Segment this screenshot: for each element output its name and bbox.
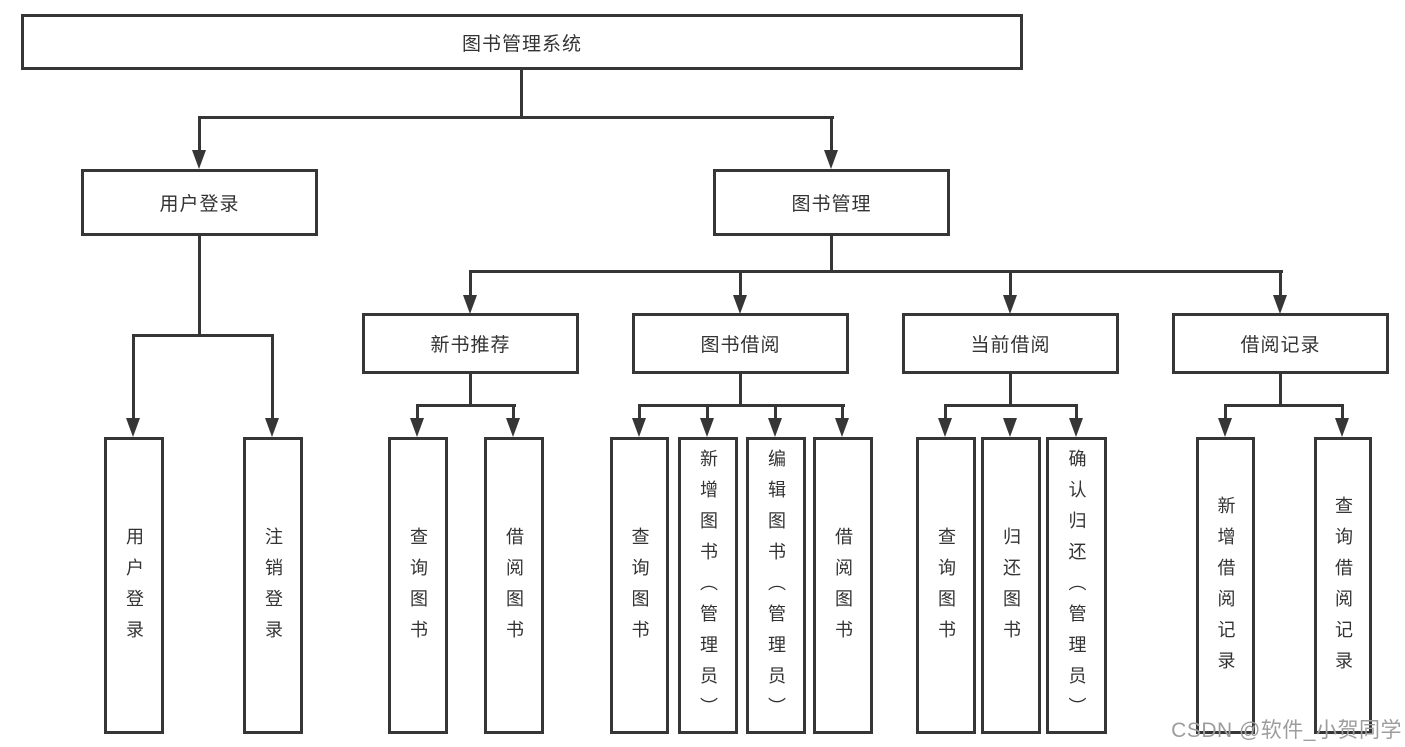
leaf-query-book-2: 查询图书 bbox=[610, 437, 669, 734]
arrow-head bbox=[1069, 418, 1083, 437]
arrow-head bbox=[938, 418, 952, 437]
connector-line bbox=[469, 374, 472, 407]
connector-line bbox=[271, 334, 274, 424]
arrow-head bbox=[410, 418, 424, 437]
arrow-head bbox=[768, 418, 782, 437]
connector-line bbox=[132, 334, 135, 424]
node-borrow-records: 借阅记录 bbox=[1172, 313, 1389, 374]
node-new-book-recommend: 新书推荐 bbox=[362, 313, 579, 374]
leaf-borrow-book-1: 借阅图书 bbox=[484, 437, 544, 734]
connector-line bbox=[739, 270, 742, 302]
connector-line bbox=[198, 116, 201, 156]
watermark: CSDN @软件_小贺同学 bbox=[1171, 719, 1402, 742]
leaf-confirm-return-admin: 确认归还（管理员） bbox=[1046, 437, 1107, 734]
connector-line bbox=[841, 404, 844, 424]
arrow-head bbox=[1273, 295, 1287, 314]
connector-line bbox=[469, 270, 1283, 273]
connector-line bbox=[469, 270, 472, 302]
node-current-borrowing: 当前借阅 bbox=[902, 313, 1119, 374]
connector-line bbox=[520, 69, 523, 119]
leaf-query-book-3: 查询图书 bbox=[916, 437, 976, 734]
connector-line bbox=[1279, 374, 1282, 407]
arrow-head bbox=[733, 295, 747, 314]
connector-line bbox=[830, 235, 833, 273]
arrow-head bbox=[1003, 295, 1017, 314]
arrow-head bbox=[1218, 418, 1232, 437]
leaf-edit-book-admin: 编辑图书（管理员） bbox=[746, 437, 806, 734]
arrow-head bbox=[824, 150, 838, 169]
connector-line bbox=[198, 116, 834, 119]
node-user-login: 用户登录 bbox=[81, 169, 318, 236]
leaf-add-book-admin: 新增图书（管理员） bbox=[678, 437, 738, 734]
connector-line bbox=[706, 404, 709, 424]
connector-line bbox=[512, 404, 515, 424]
leaf-return-book: 归还图书 bbox=[981, 437, 1041, 734]
connector-line bbox=[944, 404, 947, 424]
connector-line bbox=[638, 404, 845, 407]
arrow-head bbox=[1335, 418, 1349, 437]
leaf-query-borrow-record: 查询借阅记录 bbox=[1314, 437, 1372, 734]
node-book-borrowing: 图书借阅 bbox=[632, 313, 849, 374]
connector-line bbox=[1075, 404, 1078, 424]
connector-line bbox=[1009, 374, 1012, 407]
connector-line bbox=[198, 235, 201, 336]
arrow-head bbox=[700, 418, 714, 437]
connector-line bbox=[1341, 404, 1344, 424]
arrow-head bbox=[265, 418, 279, 437]
leaf-user-login: 用户登录 bbox=[104, 437, 164, 734]
leaf-add-borrow-record: 新增借阅记录 bbox=[1196, 437, 1255, 734]
arrow-head bbox=[126, 418, 140, 437]
connector-line bbox=[830, 116, 833, 156]
arrow-head bbox=[1003, 418, 1017, 437]
leaf-query-book-1: 查询图书 bbox=[388, 437, 448, 734]
arrow-head bbox=[463, 295, 477, 314]
connector-line bbox=[774, 404, 777, 424]
connector-line bbox=[638, 404, 641, 424]
leaf-borrow-book-2: 借阅图书 bbox=[813, 437, 873, 734]
connector-line bbox=[1279, 270, 1282, 302]
node-root-system: 图书管理系统 bbox=[21, 14, 1023, 70]
connector-line bbox=[739, 374, 742, 407]
connector-line bbox=[416, 404, 516, 407]
node-book-management: 图书管理 bbox=[713, 169, 950, 236]
leaf-logout: 注销登录 bbox=[243, 437, 303, 734]
connector-line bbox=[1224, 404, 1227, 424]
connector-line bbox=[1224, 404, 1344, 407]
arrow-head bbox=[192, 150, 206, 169]
connector-line bbox=[944, 404, 1078, 407]
connector-line bbox=[416, 404, 419, 424]
connector-line bbox=[132, 334, 274, 337]
arrow-head bbox=[506, 418, 520, 437]
connector-line bbox=[1009, 270, 1012, 302]
arrow-head bbox=[632, 418, 646, 437]
arrow-head bbox=[835, 418, 849, 437]
